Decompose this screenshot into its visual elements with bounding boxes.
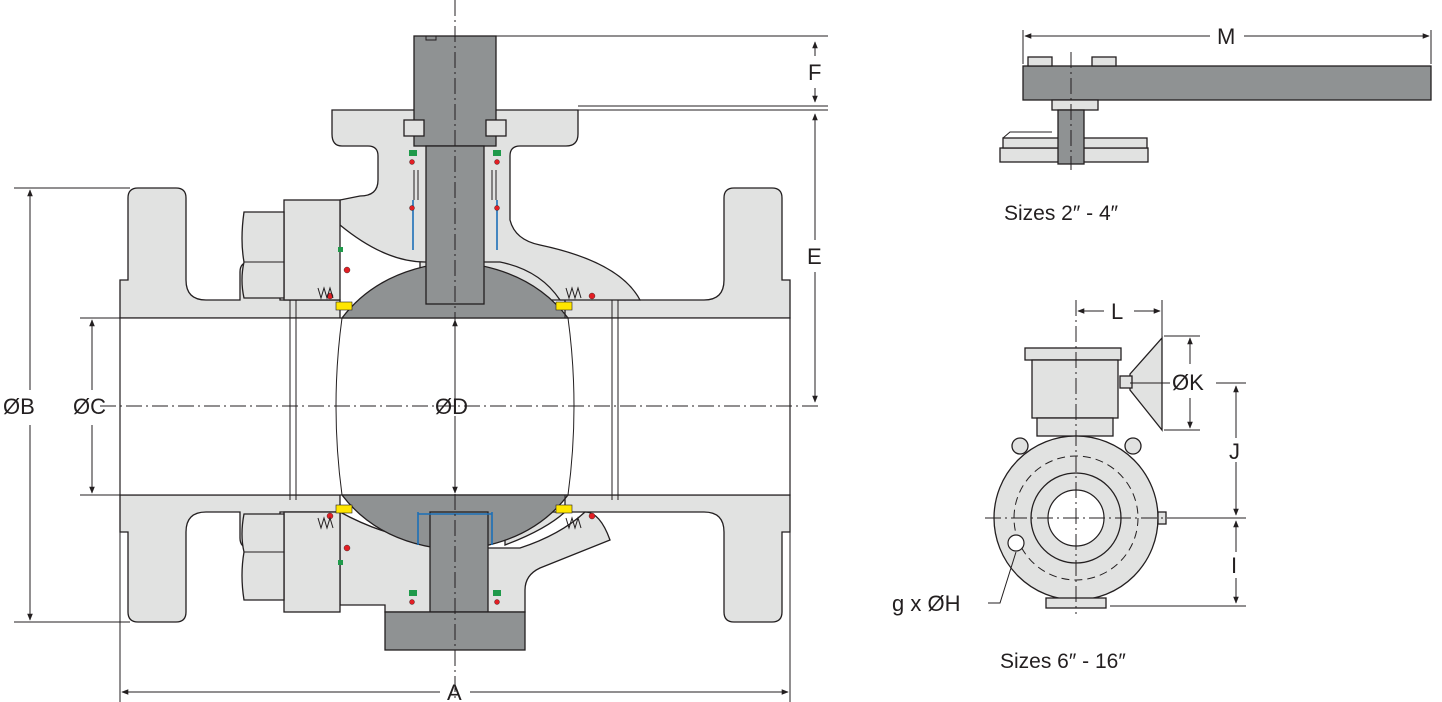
dim-a-label: A <box>447 680 462 702</box>
gear-view <box>985 300 1246 614</box>
dim-c-label: ØC <box>73 394 106 419</box>
gearbox <box>1031 359 1119 419</box>
right-flange-lower <box>504 494 791 623</box>
left-upper-bolt-block <box>283 199 341 301</box>
handwheel <box>1129 336 1163 432</box>
dim-l-label: L <box>1111 299 1123 324</box>
section-view <box>100 0 820 700</box>
bonnet <box>331 109 642 301</box>
bolt-hole <box>1007 534 1025 552</box>
dim-k-label: ØK <box>1172 370 1204 395</box>
dim-d-label: ØD <box>435 394 468 419</box>
gearbox-top <box>1024 347 1122 361</box>
lever-sizes-caption: Sizes 2″ - 4″ <box>1004 202 1119 225</box>
dim-e-label: E <box>807 244 822 269</box>
left-lower-nut <box>241 513 285 601</box>
dim-i-label: I <box>1231 553 1237 578</box>
dim-h-label: g x ØH <box>892 591 960 616</box>
dim-m-label: M <box>1217 24 1235 49</box>
lower-trunnion <box>429 511 489 613</box>
dim-j-label: J <box>1229 439 1240 464</box>
left-upper-nut <box>241 211 285 299</box>
lever-view <box>999 30 1432 170</box>
lever-handle <box>1022 65 1432 101</box>
dim-b-label: ØB <box>3 394 35 419</box>
left-lower-bolt-block <box>283 511 341 613</box>
dim-f-label: F <box>808 60 821 85</box>
gear-sizes-caption: Sizes 6″ - 16″ <box>1000 650 1126 673</box>
main-dimensions <box>14 35 828 702</box>
